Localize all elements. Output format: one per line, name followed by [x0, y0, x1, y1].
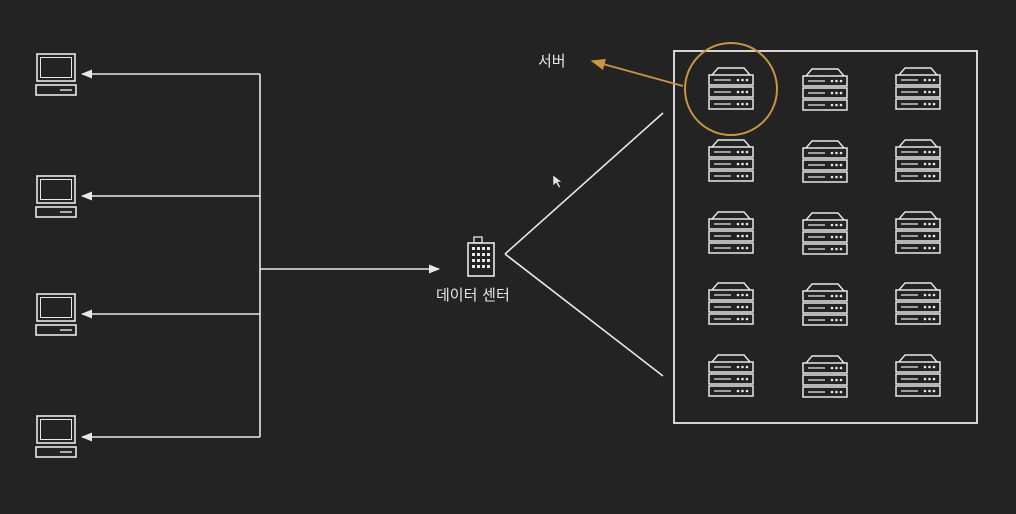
client-computers — [35, 53, 77, 458]
rack-server-icon — [802, 283, 848, 326]
rack-server-icon — [708, 211, 754, 254]
rack-server-icon — [802, 140, 848, 183]
computer-icon — [35, 415, 77, 458]
computer-icon — [35, 53, 77, 96]
rack-server-icon — [708, 354, 754, 397]
office-building-icon — [467, 236, 495, 277]
data-center-label: 데이터 센터 — [436, 286, 510, 304]
server-label: 서버 — [538, 52, 566, 70]
server-rack-frame — [673, 50, 978, 424]
rack-server-icon — [895, 282, 941, 325]
client-connections — [80, 69, 441, 442]
fan-line-bottom — [504, 253, 664, 377]
rack-server-icon — [708, 282, 754, 325]
server-callout-arrow — [590, 58, 684, 87]
rack-server-icon — [802, 355, 848, 398]
mouse-pointer-icon — [552, 174, 563, 189]
server-grid — [708, 67, 941, 398]
rack-server-icon — [895, 211, 941, 254]
rack-server-icon — [895, 354, 941, 397]
rack-server-icon — [708, 67, 754, 110]
datacenter-fan-lines — [504, 112, 664, 377]
server-highlight-circle — [684, 42, 778, 136]
rack-server-icon — [802, 212, 848, 255]
rack-server-icon — [708, 139, 754, 182]
rack-server-icon — [802, 68, 848, 111]
rack-server-icon — [895, 139, 941, 182]
computer-icon — [35, 293, 77, 336]
computer-icon — [35, 175, 77, 218]
fan-line-top — [504, 112, 664, 255]
rack-server-icon — [895, 67, 941, 110]
